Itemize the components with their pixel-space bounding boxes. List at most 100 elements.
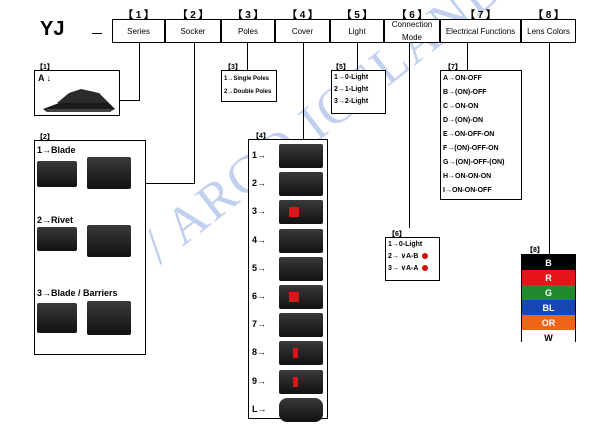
cover-box: 1→2→3→4→5→6→7→8→9→L→ [248, 139, 328, 422]
connector-cover [303, 42, 304, 139]
lens-color-3: G [522, 285, 575, 300]
light-item-0: 1→0-Light [334, 74, 369, 81]
connection-item-aa: 3→ ∨A-A [388, 263, 437, 275]
cover-rocker-image-7 [279, 313, 323, 338]
lens-section-code: 【8】 [526, 247, 544, 254]
connection-item-ab-label: 2→ ∨A-B [388, 253, 419, 260]
header-box-8: Lens Colors [521, 19, 576, 43]
poles-item-single: 1→Single Poles [224, 76, 270, 82]
light-item-1: 2→1-Light [334, 86, 369, 93]
series-box: A ↓ [34, 70, 120, 116]
header-box-7: Electrical Functions [440, 19, 521, 43]
light-item-2: 3→2-Light [334, 98, 369, 105]
connector-light [357, 42, 358, 72]
red-lamp-icon [422, 253, 429, 260]
red-lamp-icon [289, 292, 299, 302]
socket-barriers-bottom-image [87, 301, 131, 335]
functions-section-code: 【7】 [444, 64, 462, 71]
functions-box: A→ON-OFF B→(ON)-OFF C→ON-ON D→(ON)-ON E→ON-O… [440, 70, 522, 200]
connector-series [139, 42, 140, 101]
header-code-7: 【 7 】 [464, 10, 497, 21]
header-code-3: 【 3 】 [232, 10, 264, 21]
cover-rocker-image-2 [279, 172, 323, 197]
cover-rocker-image-9 [279, 369, 323, 394]
lens-color-6: W [522, 330, 575, 345]
header-code-6: 【 6 】 [396, 10, 428, 21]
socket-item-rivet: 2→Rivet [37, 215, 74, 225]
cover-rocker-image-10 [279, 397, 323, 422]
function-item-7: G→(ON)-OFF-(ON) [443, 159, 505, 166]
socket-blade-bottom-image [87, 157, 131, 189]
series-item-a: A ↓ [38, 73, 52, 83]
socket-rivet-bottom-image [87, 225, 131, 257]
socket-item-blade: 1→Blade [37, 145, 76, 155]
header-box-5: Light [330, 19, 384, 43]
function-item-5: E→ON-OFF-ON [443, 131, 495, 138]
cover-section-code: 【4】 [252, 133, 270, 140]
header-code-8: 【 8 】 [532, 10, 565, 21]
model-code: YJ [40, 18, 65, 40]
red-lamp-icon [422, 265, 429, 272]
function-item-2: B→(ON)-OFF [443, 89, 487, 96]
socket-rivet-side-image [37, 227, 77, 251]
header-code-5: 【 5 】 [341, 10, 373, 21]
function-item-1: A→ON-OFF [443, 75, 482, 82]
header-code-1: 【 1 】 [122, 10, 155, 21]
light-box: 1→0-Light 2→1-Light 3→2-Light [331, 70, 386, 114]
connection-item-0: 1→0-Light [388, 241, 423, 248]
connection-item-ab: 2→ ∨A-B [388, 251, 437, 263]
lens-color-5: OR [522, 315, 575, 330]
cover-item-label-3: 3→ [252, 206, 267, 217]
header-code-2: 【 2 】 [177, 10, 209, 21]
cover-item-label-6: 6→ [252, 291, 267, 301]
header-box-6: Connection Mode [384, 19, 440, 43]
connection-item-aa-label: 3→ ∨A-A [388, 265, 419, 272]
connector-socket-h [146, 183, 195, 184]
model-dash [92, 33, 102, 34]
cover-item-label-10: L→ [252, 403, 267, 414]
header-box-1: Series [112, 19, 165, 43]
connector-series-h [120, 100, 140, 101]
socket-box: 1→Blade 2→Rivet 3→Blade / Barriers [34, 140, 146, 355]
header-box-2: Socker [165, 19, 221, 43]
socket-item-blade-barriers: 3→Blade / Barriers [37, 288, 118, 298]
poles-section-code: 【3】 [224, 64, 242, 71]
function-item-9: I→ON-ON-OFF [443, 187, 492, 194]
red-lamp-icon [293, 348, 298, 359]
connection-box: 1→0-Light 2→ ∨A-B 3→ ∨A-A [385, 237, 440, 281]
red-lamp-icon [289, 207, 299, 218]
connector-lens [549, 42, 550, 254]
series-section-code: 【1】 [36, 64, 54, 71]
cover-rocker-image-5 [279, 256, 323, 281]
connector-functions [467, 42, 468, 72]
cover-rocker-image-6 [279, 285, 323, 309]
connector-poles [247, 42, 248, 70]
cover-item-label-8: 8→ [252, 347, 267, 358]
header-box-3: Poles [221, 19, 275, 43]
function-item-8: H→ON-ON-ON [443, 173, 492, 180]
function-item-6: F→(ON)-OFF-ON [443, 145, 499, 152]
cover-item-label-5: 5→ [252, 262, 267, 273]
cover-rocker-image-1 [279, 144, 323, 168]
poles-item-double: 2→Double Poles [224, 89, 272, 95]
light-section-code: 【5】 [332, 64, 350, 71]
connector-connection [409, 42, 410, 228]
cover-item-label-1: 1→ [252, 150, 267, 160]
header-box-4: Cover [275, 19, 330, 43]
function-item-4: D→(ON)-ON [443, 117, 484, 124]
lens-color-1: B [522, 255, 575, 270]
header-code-4: 【 4 】 [286, 10, 319, 21]
cover-rocker-image-3 [279, 200, 323, 225]
rocker-switch-image [43, 89, 115, 112]
function-item-3: C→ON-ON [443, 103, 479, 110]
cover-item-label-2: 2→ [252, 178, 267, 189]
cover-rocker-image-4 [279, 228, 323, 253]
lens-color-2: R [522, 270, 575, 285]
socket-section-code: 【2】 [36, 134, 54, 141]
poles-box: 1→Single Poles 2→Double Poles [221, 70, 277, 102]
cover-item-label-7: 7→ [252, 319, 267, 330]
cover-rocker-image-8 [279, 341, 323, 366]
lens-color-4: BL [522, 300, 575, 315]
red-lamp-icon [293, 376, 298, 387]
